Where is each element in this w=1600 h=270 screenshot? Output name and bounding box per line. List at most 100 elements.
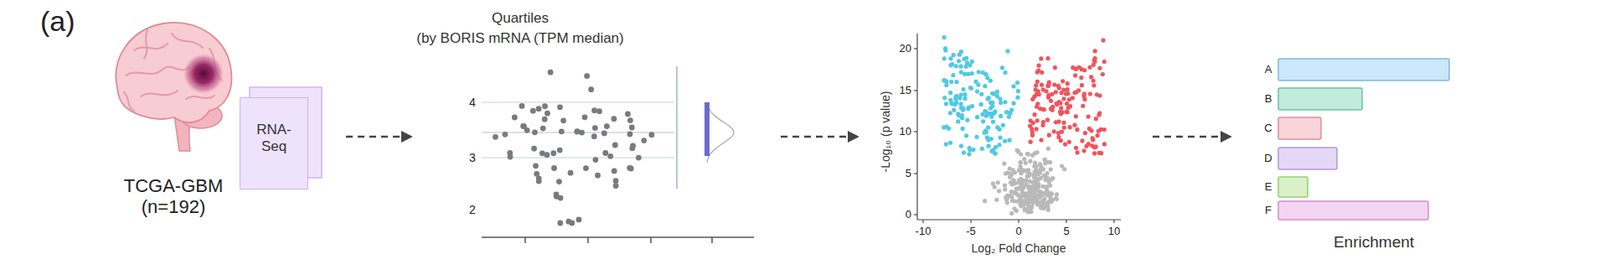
- gene-dot: [1060, 78, 1065, 83]
- bar-label: E: [1264, 180, 1273, 194]
- sample-dot: [588, 86, 594, 93]
- bar-label: C: [1264, 122, 1272, 135]
- gene-dot: [970, 59, 975, 64]
- gene-dot: [1073, 72, 1078, 78]
- gene-dot: [1015, 95, 1020, 100]
- gene-dot: [964, 133, 969, 138]
- divider-line: [676, 66, 678, 189]
- gene-dot: [1058, 105, 1064, 110]
- gene-dot: [954, 79, 959, 84]
- gene-dot: [1021, 156, 1027, 161]
- gene-dot: [1009, 195, 1014, 200]
- gene-dot: [959, 101, 964, 106]
- sample-dot: [544, 110, 551, 117]
- gene-dot: [943, 47, 948, 52]
- gene-dot: [1099, 127, 1104, 132]
- gene-dot: [1068, 103, 1073, 109]
- gene-dot: [1038, 138, 1043, 143]
- gene-dot: [1061, 87, 1066, 93]
- sample-dot: [629, 144, 635, 151]
- gene-dot: [1018, 202, 1023, 207]
- sample-dot: [635, 154, 642, 161]
- gene-dot: [1074, 127, 1079, 132]
- gene-dot: [1060, 109, 1065, 114]
- sample-dot: [511, 114, 518, 121]
- sample-dot: [607, 153, 614, 160]
- sample-dot: [576, 216, 583, 222]
- gene-dot: [1083, 144, 1089, 149]
- gene-dot: [1018, 170, 1023, 176]
- gene-dot: [1045, 205, 1050, 210]
- bar: [1278, 201, 1429, 220]
- gene-dot: [990, 91, 995, 96]
- sample-dot: [560, 117, 567, 124]
- gene-dot: [1001, 123, 1006, 128]
- gene-dot: [959, 49, 964, 54]
- dataset-label: TCGA-GBM (n=192): [114, 175, 233, 218]
- axis-tick: 20: [899, 42, 912, 56]
- gene-dot: [1100, 38, 1105, 43]
- gene-dot: [1063, 141, 1068, 146]
- sample-dot: [557, 220, 563, 227]
- volcano-dots: [941, 35, 1107, 216]
- gene-dot: [1087, 65, 1092, 70]
- gene-dot: [1015, 148, 1020, 153]
- gene-dot: [1026, 151, 1031, 156]
- sample-dot: [624, 111, 631, 118]
- sample-dot: [536, 105, 542, 112]
- gene-dot: [1064, 109, 1069, 114]
- gene-dot: [962, 92, 967, 97]
- sample-dot: [602, 149, 609, 156]
- gene-dot: [985, 144, 991, 149]
- gene-dot: [1007, 165, 1012, 171]
- gene-dot: [967, 147, 972, 152]
- gene-dot: [1002, 70, 1007, 75]
- gene-dot: [1001, 160, 1007, 166]
- sample-dot: [556, 178, 563, 185]
- gene-dot: [968, 85, 973, 90]
- gene-dot: [1035, 118, 1040, 123]
- gene-dot: [1102, 59, 1107, 64]
- gene-dot: [1097, 110, 1102, 115]
- sample-dot: [583, 72, 590, 79]
- gene-dot: [1004, 196, 1009, 202]
- gene-dot: [1023, 160, 1028, 166]
- gene-dot: [961, 56, 966, 62]
- gene-dot: [1064, 101, 1069, 106]
- gene-dot: [984, 113, 989, 119]
- gene-dot: [949, 79, 954, 84]
- gene-dot: [1033, 87, 1038, 92]
- gene-dot: [1052, 82, 1057, 87]
- gene-dot: [1047, 133, 1052, 138]
- gene-dot: [970, 103, 975, 109]
- sample-dot: [550, 149, 557, 156]
- gene-dot: [1002, 182, 1007, 187]
- gene-dot: [1038, 56, 1043, 61]
- sample-dot: [610, 115, 617, 122]
- y-axis: [916, 33, 918, 220]
- gene-dot: [1053, 119, 1059, 124]
- gene-dot: [1054, 191, 1059, 197]
- gene-dot: [994, 197, 999, 202]
- gene-dot: [1022, 207, 1028, 212]
- gene-dot: [982, 198, 987, 203]
- gene-dot: [1089, 128, 1094, 133]
- gene-dot: [1017, 196, 1022, 202]
- gene-dot: [1070, 65, 1075, 70]
- gene-dot: [941, 124, 946, 130]
- gene-dot: [1082, 148, 1087, 153]
- gene-dot: [1030, 133, 1035, 138]
- gene-dot: [1062, 125, 1067, 130]
- gene-dot: [1007, 138, 1012, 143]
- gene-dot: [1052, 65, 1058, 70]
- gene-dot: [1094, 144, 1099, 149]
- gene-dot: [1067, 139, 1072, 145]
- process-arrow: [780, 135, 857, 139]
- sample-dot: [541, 116, 548, 123]
- gene-dot: [979, 92, 984, 97]
- sample-dot: [541, 103, 548, 109]
- gene-dot: [1036, 171, 1041, 176]
- gene-dot: [980, 146, 985, 151]
- sample-dot: [611, 167, 618, 174]
- gene-dot: [956, 58, 961, 63]
